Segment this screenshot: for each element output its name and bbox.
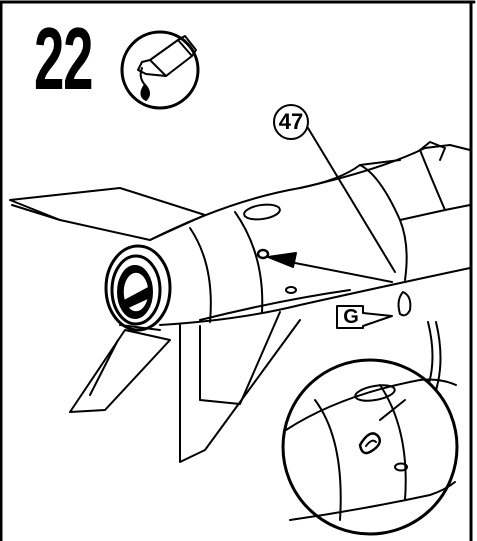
- part-number-label: 47: [278, 109, 304, 134]
- magnified-detail-circle: [281, 358, 459, 536]
- part-47-piece: [397, 291, 412, 317]
- location-g-label-box: [336, 305, 393, 329]
- glue-tube-icon: [120, 30, 200, 110]
- insert-arrow: [267, 252, 393, 283]
- location-letter-label: G: [343, 306, 359, 328]
- step-number: 22: [34, 9, 93, 108]
- aircraft-tail-section: [9, 141, 471, 463]
- part-47-callout: [273, 104, 396, 273]
